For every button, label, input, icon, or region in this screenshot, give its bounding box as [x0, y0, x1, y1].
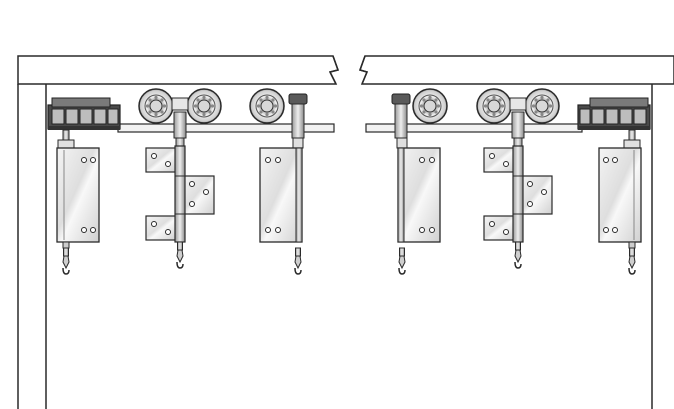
twin-roller	[476, 88, 560, 139]
single-roller	[391, 88, 448, 139]
left-jamb	[17, 84, 47, 409]
pivot-hanger	[396, 137, 441, 275]
twin-roller	[138, 88, 222, 139]
pivot-hanger	[259, 137, 304, 275]
pivot-hanger	[598, 129, 642, 275]
break-line	[328, 55, 369, 85]
header-frame	[17, 55, 674, 85]
hinge-hanger	[483, 137, 553, 269]
pivot-hanger	[56, 129, 100, 275]
end-stop-carriage	[47, 97, 121, 130]
single-roller	[249, 88, 308, 139]
hinge-hanger	[145, 137, 215, 269]
end-stop-carriage	[577, 97, 651, 130]
